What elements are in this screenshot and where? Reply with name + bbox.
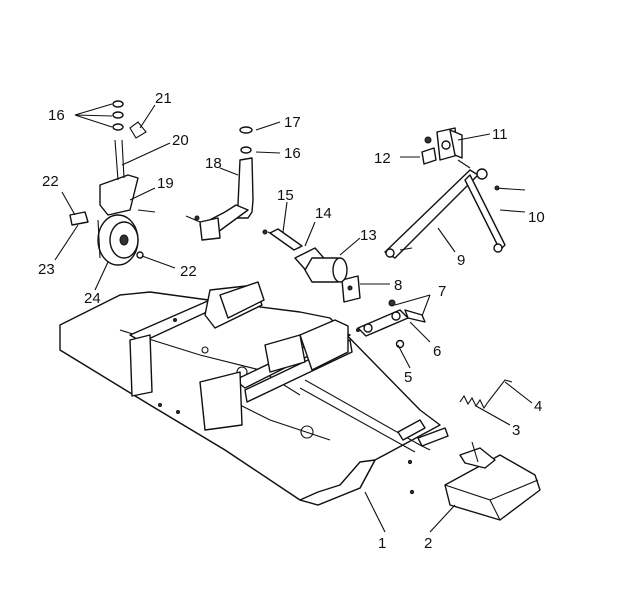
callout-16-caster: 16: [48, 107, 65, 124]
callout-17: 17: [284, 114, 301, 131]
callout-13: 13: [360, 227, 377, 244]
deck-frame-rails: [129, 281, 449, 453]
spring-and-hook: [459, 379, 513, 469]
callout-3: 3: [512, 422, 520, 439]
callout-8: 8: [394, 277, 402, 294]
callout-15: 15: [277, 187, 294, 204]
callout-14: 14: [315, 205, 332, 222]
callout-16-crank: 16: [284, 145, 301, 162]
callout-23: 23: [38, 261, 55, 278]
link-bar-assembly: [356, 299, 426, 349]
callout-22-top: 22: [42, 173, 59, 190]
callout-labels: 1 2 3 4 5 6 7 8 9 10 11 12 13 14 15 16 1…: [38, 90, 545, 552]
callout-7: 7: [438, 283, 446, 300]
lift-linkage: [384, 127, 526, 259]
leader-lines: [54, 103, 533, 533]
callout-21: 21: [155, 90, 172, 107]
callout-10: 10: [528, 209, 545, 226]
spindle-housing: [262, 228, 348, 283]
callout-20: 20: [172, 132, 189, 149]
rear-shield: [444, 454, 541, 521]
callout-22-bottom: 22: [180, 263, 197, 280]
callout-12: 12: [374, 150, 391, 167]
callout-2: 2: [424, 535, 432, 552]
callout-6: 6: [433, 343, 441, 360]
callout-24: 24: [84, 290, 101, 307]
callout-1: 1: [378, 535, 386, 552]
callout-18: 18: [205, 155, 222, 172]
callout-11: 11: [492, 126, 508, 143]
callout-5: 5: [404, 369, 412, 386]
callout-9: 9: [457, 252, 465, 269]
caster-yoke: [99, 100, 156, 216]
bracket: [341, 275, 361, 303]
callout-4: 4: [534, 398, 542, 415]
callout-19: 19: [157, 175, 174, 192]
crank-arm: [185, 126, 254, 241]
caster-wheel: [69, 211, 144, 266]
